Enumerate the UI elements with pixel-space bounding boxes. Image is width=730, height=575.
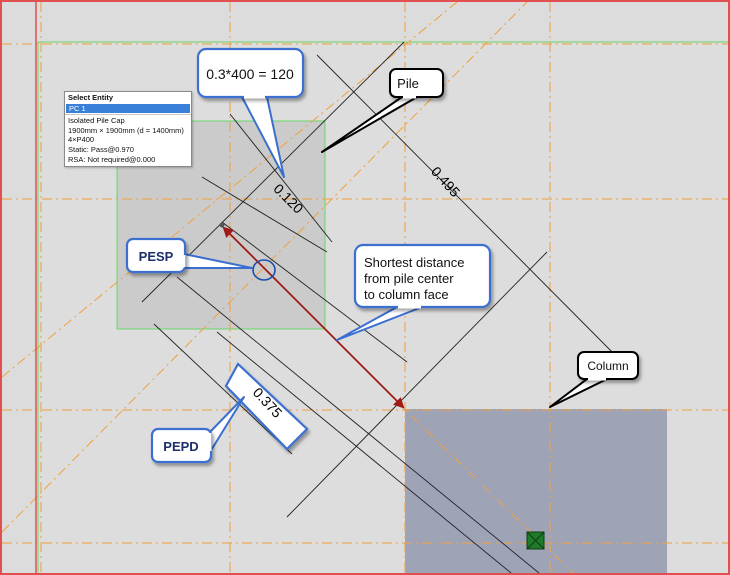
shortest-distance-line2: from pile center	[364, 271, 454, 286]
select-entity-title: Select Entity	[68, 93, 114, 102]
column-center-marker[interactable]	[526, 531, 545, 550]
pile-callout: Pile	[321, 68, 444, 153]
select-entity-panel: Select Entity PC 1 Isolated Pile Cap 190…	[64, 91, 192, 168]
formula-callout: 0.3*400 = 120	[196, 47, 305, 178]
pesp-callout: PESP	[125, 237, 253, 274]
column-callout-text: Column	[587, 359, 628, 373]
pepd-dimension-callout: 0.375	[224, 362, 309, 451]
shortest-distance-callout: Shortest distance from pile center to co…	[336, 243, 492, 341]
entity-detail-size: 1900mm × 1900mm (d = 1400mm)	[68, 125, 184, 135]
entity-list-item-selected[interactable]: PC 1	[66, 103, 190, 114]
entity-details: Isolated Pile Cap 1900mm × 1900mm (d = 1…	[65, 114, 191, 166]
entity-detail-piles: 4×P400	[68, 135, 95, 145]
entity-detail-rsa: RSA: Not required@0.000	[68, 154, 156, 164]
pile-callout-text: Pile	[397, 76, 419, 91]
shortest-distance-line1: Shortest distance	[364, 255, 464, 270]
pepd-callout: PEPD	[150, 396, 245, 464]
pesp-callout-text: PESP	[139, 249, 174, 264]
shortest-distance-arrow	[222, 226, 405, 409]
column-callout: Column	[549, 351, 639, 408]
pesp-highlight-ellipse	[252, 259, 276, 281]
entity-detail-static: Static: Pass@0.970	[68, 144, 134, 154]
pepd-callout-text: PEPD	[163, 439, 198, 454]
entity-detail-type: Isolated Pile Cap	[68, 116, 125, 126]
shortest-distance-line3: to column face	[364, 287, 449, 302]
column-region[interactable]	[405, 409, 667, 575]
formula-callout-text: 0.3*400 = 120	[206, 66, 294, 82]
pile-center-point[interactable]	[219, 222, 225, 228]
